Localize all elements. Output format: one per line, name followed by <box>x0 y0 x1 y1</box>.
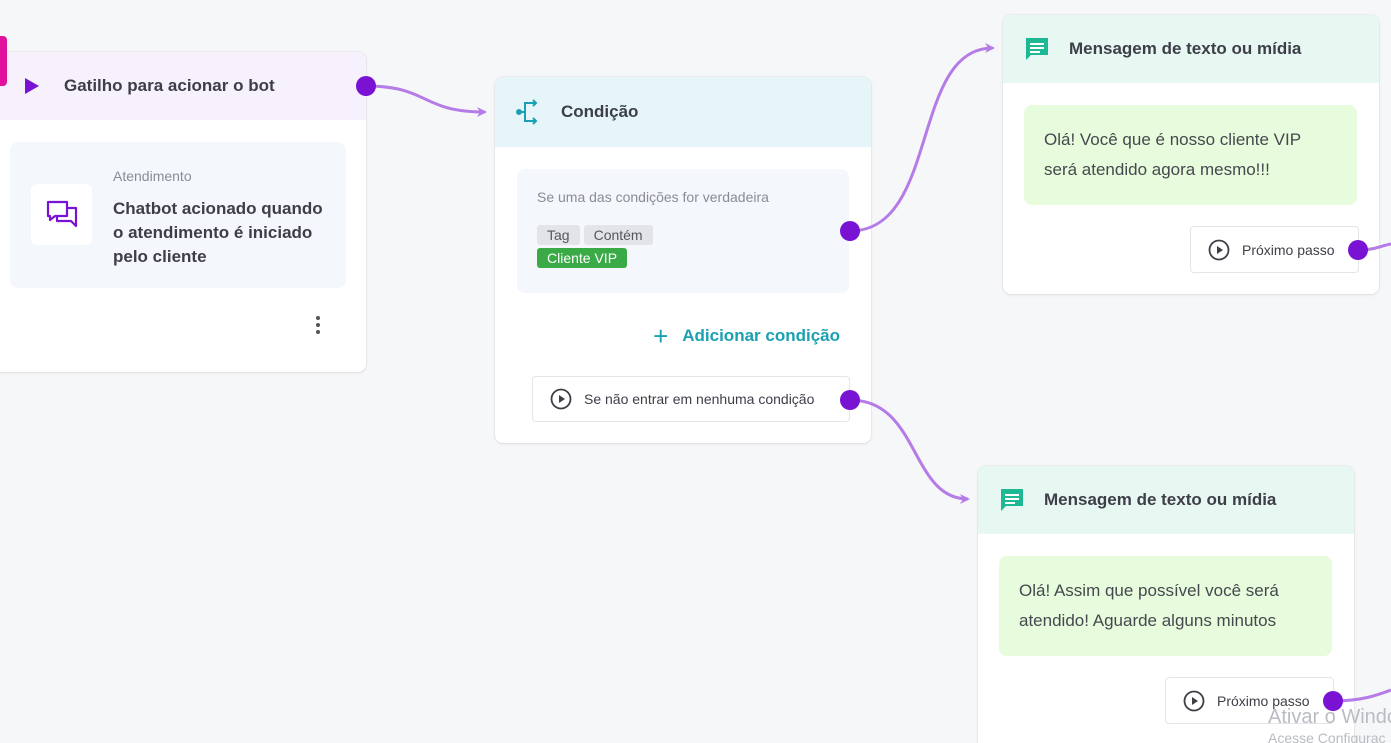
message-1-header: Mensagem de texto ou mídia <box>1003 15 1379 83</box>
trigger-title: Gatilho para acionar o bot <box>64 76 275 95</box>
condition-fallback-handle[interactable] <box>840 390 860 410</box>
trigger-card[interactable]: Atendimento Chatbot acionado quando o at… <box>10 142 346 288</box>
message-icon <box>998 486 1026 514</box>
fallback-label: Se não entrar em nenhuma condição <box>584 391 815 407</box>
message-2-text[interactable]: Olá! Assim que possível você será atendi… <box>999 556 1332 656</box>
play-circle-icon <box>1183 690 1205 711</box>
trigger-node[interactable]: Gatilho para acionar o bot Atendimento C… <box>0 52 366 372</box>
play-circle-icon <box>550 388 572 410</box>
message-2-title: Mensagem de texto ou mídia <box>1044 490 1277 509</box>
wire-trigger-to-condition <box>365 84 487 117</box>
condition-rule-card[interactable]: Se uma das condições for verdadeira Tag … <box>517 169 849 293</box>
condition-header: Condição <box>495 77 871 147</box>
windows-activation-subtext: Acesse Configuraç <box>1268 730 1386 743</box>
add-condition-button[interactable]: + Adicionar condição <box>653 323 840 349</box>
message-1-text[interactable]: Olá! Você que é nosso cliente VIP será a… <box>1024 105 1357 205</box>
chip-field: Tag <box>537 225 580 245</box>
trigger-accent-bar <box>0 36 7 86</box>
windows-activation-watermark: Ativar o Windo <box>1268 706 1391 728</box>
condition-rule-title: Se uma das condições for verdadeira <box>537 189 769 205</box>
kebab-menu-icon[interactable] <box>310 314 326 336</box>
play-circle-icon <box>1208 239 1230 260</box>
chip-operator: Contém <box>583 225 653 245</box>
fallback-button[interactable]: Se não entrar em nenhuma condição <box>532 376 850 422</box>
condition-title: Condição <box>561 102 639 121</box>
condition-node[interactable]: Condição Se uma das condições for verdad… <box>495 77 871 443</box>
branch-icon <box>515 98 543 126</box>
wire-condition-to-message-1 <box>849 43 995 233</box>
chat-bubbles-icon <box>31 184 92 245</box>
message-2-header: Mensagem de texto ou mídia <box>978 466 1354 534</box>
message-node-1[interactable]: Mensagem de texto ou mídia Olá! Você que… <box>1003 15 1379 294</box>
add-condition-label: Adicionar condição <box>682 326 840 345</box>
message-node-2[interactable]: Mensagem de texto ou mídia Olá! Assim qu… <box>978 466 1354 743</box>
message-1-next-button[interactable]: Próximo passo <box>1190 226 1359 273</box>
trigger-category: Atendimento <box>113 168 192 184</box>
message-1-title: Mensagem de texto ou mídia <box>1069 39 1302 58</box>
message-1-output-handle[interactable] <box>1348 240 1368 260</box>
trigger-description: Chatbot acionado quando o atendimento é … <box>113 199 323 266</box>
trigger-output-handle[interactable] <box>356 76 376 96</box>
condition-true-handle[interactable] <box>840 221 860 241</box>
plus-icon: + <box>653 321 669 351</box>
play-triangle-icon <box>18 72 46 100</box>
chip-value: Cliente VIP <box>537 248 628 268</box>
message-1-next-label: Próximo passo <box>1242 241 1335 258</box>
trigger-header: Gatilho para acionar o bot <box>0 52 366 120</box>
message-2-next-label: Próximo passo <box>1217 692 1310 709</box>
message-icon <box>1023 35 1051 63</box>
condition-chips: Tag Contém <box>537 225 829 245</box>
